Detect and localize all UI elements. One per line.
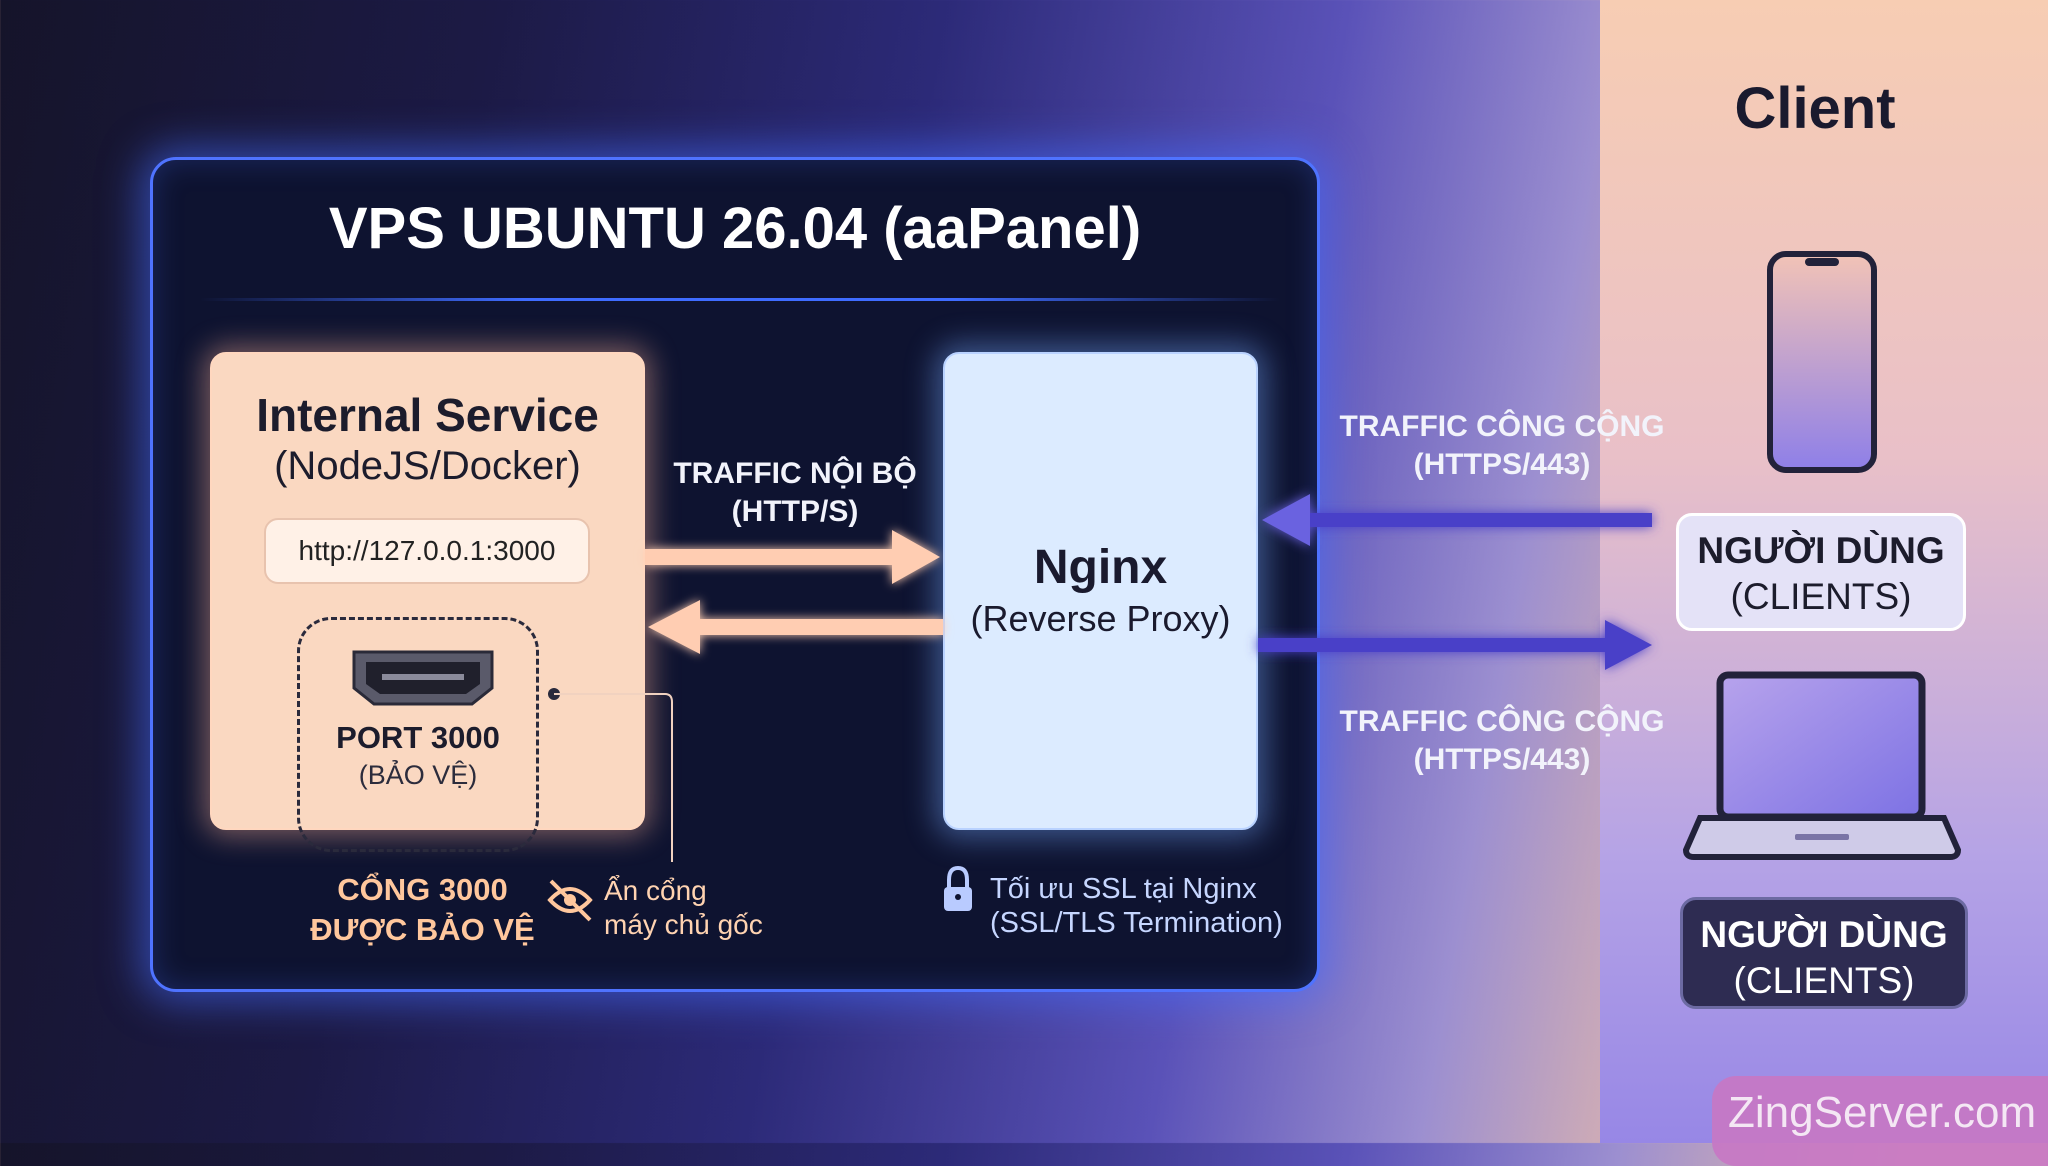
protected-port-outline (297, 617, 539, 852)
ssl-note-line2: (SSL/TLS Termination) (990, 907, 1283, 939)
smartphone-icon (1767, 251, 1877, 473)
internal-traffic-arrow-left (648, 600, 943, 654)
clients-top-subtitle: (CLIENTS) (1730, 576, 1912, 617)
port-title: PORT 3000 (336, 720, 500, 755)
public-traffic-bottom-label-line1: TRAFFIC CÔNG CỘNG (1339, 705, 1665, 738)
public-traffic-bottom-label-line2: (HTTPS/443) (1413, 743, 1591, 776)
public-traffic-top-label-line2: (HTTPS/443) (1413, 448, 1591, 481)
internal-traffic-label-line1: TRAFFIC NỘI BỘ (673, 457, 917, 490)
vps-title-divider (200, 298, 1280, 301)
internal-service-box (210, 352, 645, 830)
hdmi-port-icon (352, 650, 494, 706)
clients-bottom-subtitle: (CLIENTS) (1733, 960, 1915, 1001)
internal-service-title: Internal Service (256, 389, 599, 441)
internal-traffic-label: TRAFFIC NỘI BỘ (HTTP/S) (660, 455, 930, 531)
internal-service-subtitle: (NodeJS/Docker) (274, 444, 581, 488)
clients-box-bottom: NGƯỜI DÙNG (CLIENTS) (1680, 897, 1968, 1009)
laptop-icon (1682, 671, 1962, 860)
lock-icon (944, 865, 972, 911)
hide-port-label-line1: Ẩn cổng (604, 875, 707, 906)
protected-port-label: CỔNG 3000 ĐƯỢC BẢO VỆ (300, 870, 545, 950)
internal-traffic-label-line2: (HTTP/S) (731, 495, 859, 528)
public-traffic-arrow-in (1262, 494, 1652, 546)
public-traffic-bottom-label: TRAFFIC CÔNG CỘNG (HTTPS/443) (1322, 703, 1682, 779)
hide-port-label-line2: máy chủ gốc (604, 909, 763, 940)
public-traffic-arrow-out (1258, 620, 1652, 670)
internal-service-url: http://127.0.0.1:3000 (264, 518, 590, 584)
protected-port-label-line2: ĐƯỢC BẢO VỆ (310, 912, 535, 947)
protected-port-label-line1: CỔNG 3000 (337, 872, 508, 907)
ssl-note: Tối ưu SSL tại Nginx (SSL/TLS Terminatio… (990, 872, 1290, 940)
internal-traffic-arrow-right (645, 530, 940, 584)
public-traffic-top-label-line1: TRAFFIC CÔNG CỘNG (1339, 410, 1665, 443)
clients-bottom-title: NGƯỜI DÙNG (1700, 914, 1948, 955)
port-subtitle: (BẢO VỆ) (358, 760, 478, 790)
nginx-subtitle: (Reverse Proxy) (970, 598, 1231, 639)
port-connector-line (548, 688, 673, 862)
nginx-box (943, 352, 1258, 830)
clients-top-title: NGƯỜI DÙNG (1697, 530, 1945, 571)
watermark-text: ZingServer.com (1728, 1088, 2037, 1137)
vps-title: VPS UBUNTU 26.04 (aaPanel) (328, 196, 1142, 261)
hide-port-label: Ẩn cổng máy chủ gốc (604, 874, 804, 942)
clients-box-top: NGƯỜI DÙNG (CLIENTS) (1676, 513, 1966, 631)
client-panel-title: Client (1734, 76, 1896, 141)
eye-off-icon (547, 879, 593, 922)
public-traffic-top-label: TRAFFIC CÔNG CỘNG (HTTPS/443) (1322, 408, 1682, 484)
nginx-title: Nginx (1033, 541, 1168, 594)
ssl-note-line1: Tối ưu SSL tại Nginx (990, 873, 1257, 905)
